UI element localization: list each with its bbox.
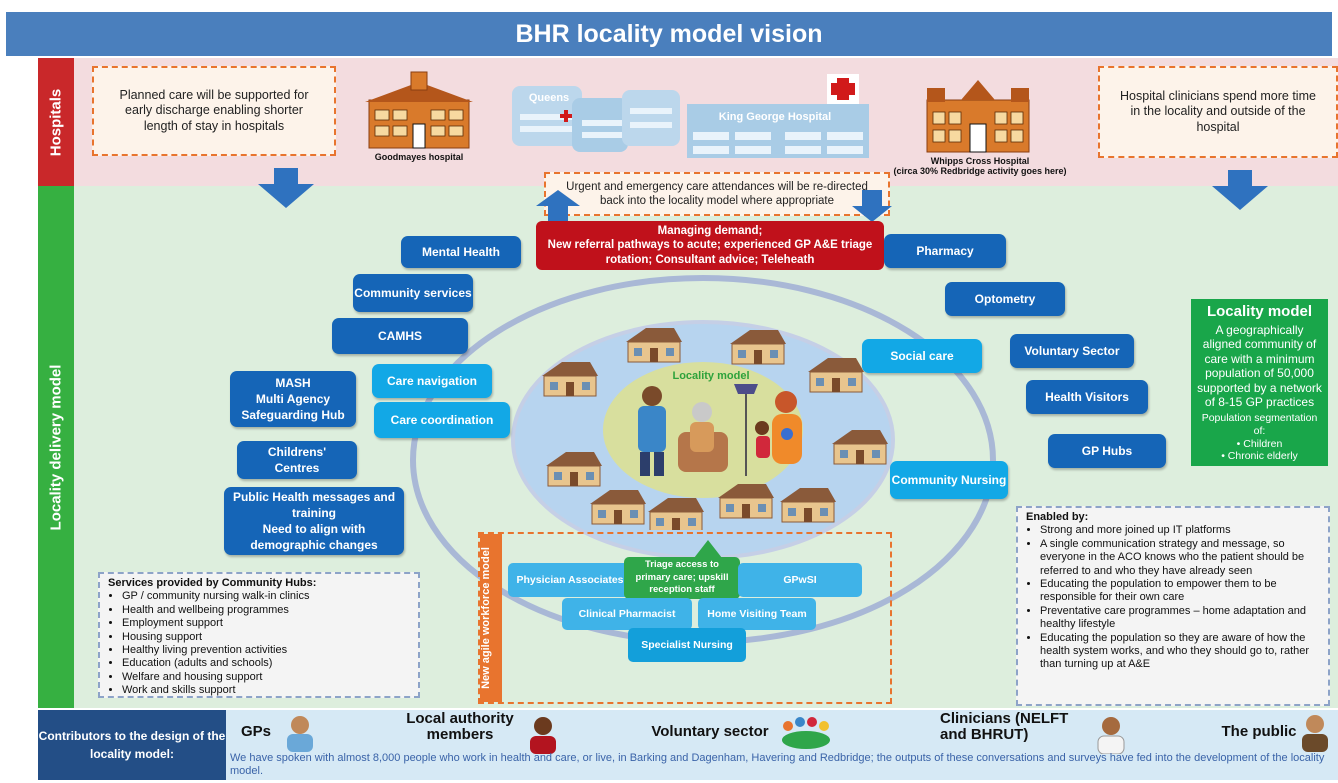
segmentation-item: • Children (1236, 437, 1283, 450)
service-community-services[interactable]: Community services (353, 274, 473, 312)
hospital-clinicians-note: Hospital clinicians spend more time in t… (1098, 66, 1338, 158)
clinician-avatar-icon (1097, 717, 1125, 754)
whipps-cross-note: (circa 30% Redbridge activity goes here) (893, 166, 1067, 176)
contributor-clinicians: Clinicians (NELFT and BHRUT) (940, 710, 1069, 743)
arrow-down-small-icon (852, 190, 892, 222)
contributors-label: Contributors to the design of the locali… (38, 710, 226, 780)
workforce-label-strip (480, 534, 502, 702)
contributor-voluntary: Voluntary sector (651, 723, 769, 740)
contributor-public: The public (1221, 723, 1297, 740)
service-care-coordination[interactable]: Care coordination (374, 402, 510, 438)
list-item: Health and wellbeing programmes (122, 604, 410, 617)
contributors-statement: We have spoken with almost 8,000 people … (230, 752, 1325, 777)
service-mental-health[interactable]: Mental Health (401, 236, 521, 268)
service-community-nursing[interactable]: Community Nursing (890, 461, 1008, 499)
workforce-clinical-pharmacist[interactable]: Clinical Pharmacist (562, 598, 692, 630)
triage-arrow-icon (694, 540, 722, 558)
whipps-cross-hospital-icon (926, 80, 1030, 153)
workforce-triage[interactable]: Triage access to primary care; upskill r… (624, 557, 740, 599)
list-item: Welfare and housing support (122, 671, 410, 684)
list-item: Educating the population to empower them… (1040, 578, 1320, 605)
managing-demand-box: Managing demand; New referral pathways t… (536, 221, 884, 270)
enabled-by-box: Enabled by: Strong and more joined up IT… (1016, 506, 1330, 706)
list-item: Strong and more joined up IT platforms (1040, 524, 1320, 537)
service-voluntary-sector[interactable]: Voluntary Sector (1010, 334, 1134, 368)
service-mash[interactable]: MASH Multi Agency Safeguarding Hub (230, 371, 356, 427)
hospitals-band-label: Hospitals (38, 58, 74, 186)
contributors-band (226, 710, 1338, 780)
public-avatar-icon (1302, 715, 1328, 752)
planned-care-note: Planned care will be supported for early… (92, 66, 336, 156)
arrow-down-right-icon (1212, 170, 1268, 210)
community-hubs-heading: Services provided by Community Hubs: (108, 577, 317, 589)
arrow-up-icon (536, 190, 580, 222)
center-locality-label: Locality model (672, 370, 750, 382)
list-item: Healthy living prevention activities (122, 644, 410, 657)
list-item: Housing support (122, 631, 410, 644)
workforce-gpwsi[interactable]: GPwSI (738, 563, 862, 597)
list-item: Employment support (122, 617, 410, 630)
service-pharmacy[interactable]: Pharmacy (884, 234, 1006, 268)
family-illustration (638, 384, 802, 476)
list-item: Preventative care programmes – home adap… (1040, 605, 1320, 632)
contributor-gps: GPs (240, 723, 271, 740)
contributor-local-authority: Local authority members (406, 710, 514, 743)
community-hubs-box: Services provided by Community Hubs: GP … (98, 572, 420, 698)
workforce-physician-associates[interactable]: Physician Associates (508, 563, 632, 597)
goodmayes-label: Goodmayes hospital (374, 152, 464, 162)
service-camhs[interactable]: CAMHS (332, 318, 468, 354)
segmentation-item: • Chronic elderly (1221, 450, 1298, 463)
service-gp-hubs[interactable]: GP Hubs (1048, 434, 1166, 468)
king-george-label: King George Hospital (718, 111, 832, 123)
service-childrens-centres[interactable]: Childrens' Centres (237, 441, 357, 479)
list-item: Educating the population so they are awa… (1040, 632, 1320, 672)
service-optometry[interactable]: Optometry (945, 282, 1065, 316)
locality-model-heading: Locality model (1206, 303, 1313, 320)
locality-model-text: A geographically aligned community of ca… (1197, 323, 1322, 409)
list-item: GP / community nursing walk-in clinics (122, 590, 410, 603)
locality-band-label: Locality delivery model (38, 186, 74, 708)
workforce-label: New agile workforce model (480, 547, 492, 689)
list-item: Education (adults and schools) (122, 657, 410, 670)
service-public-health[interactable]: Public Health messages and training Need… (224, 487, 404, 555)
arrow-down-left-icon (258, 168, 314, 208)
gp-avatar-icon (287, 716, 313, 752)
king-george-hospital-icon (687, 74, 869, 158)
queens-label: Queens (528, 92, 570, 104)
service-care-navigation[interactable]: Care navigation (372, 364, 492, 398)
workforce-specialist-nursing[interactable]: Specialist Nursing (628, 628, 746, 662)
local-authority-avatar-icon (530, 717, 556, 754)
queens-hospital-icon (512, 86, 680, 152)
list-item: A single communication strategy and mess… (1040, 538, 1320, 578)
voluntary-group-icon (782, 717, 830, 749)
page-title: BHR locality model vision (6, 12, 1332, 56)
service-health-visitors[interactable]: Health Visitors (1026, 380, 1148, 414)
segmentation-label: Population segmentation of: (1201, 412, 1318, 437)
workforce-home-visiting[interactable]: Home Visiting Team (698, 598, 816, 630)
list-item: Work and skills support (122, 684, 410, 697)
urgent-care-note: Urgent and emergency care attendances wi… (544, 172, 890, 216)
workforce-box (478, 532, 892, 704)
locality-model-box: Locality model A geographically aligned … (1191, 299, 1328, 466)
service-social-care[interactable]: Social care (862, 339, 982, 373)
enabled-by-heading: Enabled by: (1026, 511, 1089, 523)
whipps-cross-label: Whipps Cross Hospital (930, 156, 1030, 166)
goodmayes-hospital-icon (365, 71, 473, 149)
